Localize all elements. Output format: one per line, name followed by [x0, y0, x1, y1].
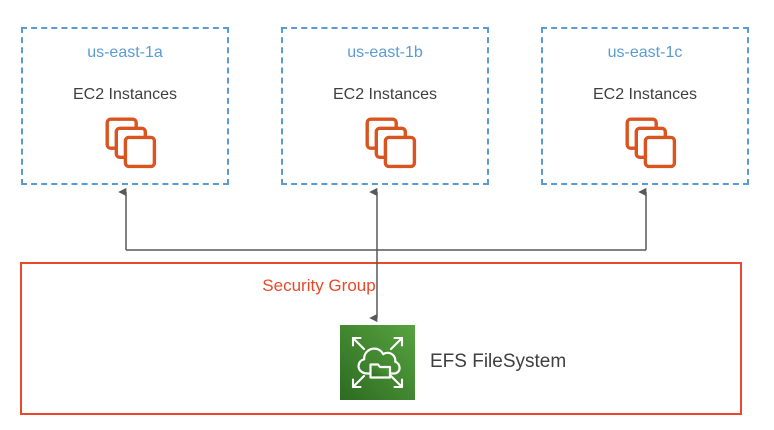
efs-filesystem-icon[interactable]	[340, 325, 415, 400]
availability-zone-us-east-1a[interactable]: us-east-1a EC2 Instances	[21, 27, 229, 185]
security-group-label: Security Group	[20, 275, 742, 297]
ec2-instances-icon[interactable]	[625, 117, 677, 169]
security-group-label-text: Security Group	[262, 276, 376, 295]
az-label-us-east-1a: us-east-1a	[87, 44, 163, 61]
az-resource-label-us-east-1b: EC2 Instances	[332, 86, 438, 103]
efs-filesystem-label: EFS FileSystem	[430, 351, 567, 372]
az-resource-label-us-east-1a: EC2 Instances	[72, 86, 178, 103]
az-resource-label-us-east-1c: EC2 Instances	[592, 86, 698, 103]
az-label-us-east-1c: us-east-1c	[607, 44, 683, 61]
availability-zone-us-east-1c[interactable]: us-east-1c EC2 Instances	[541, 27, 749, 185]
ec2-instances-icon[interactable]	[365, 117, 417, 169]
az-label-us-east-1b: us-east-1b	[347, 44, 423, 61]
ec2-instances-icon[interactable]	[105, 117, 157, 169]
security-group-boundary[interactable]	[20, 262, 742, 415]
availability-zone-us-east-1b[interactable]: us-east-1b EC2 Instances	[281, 27, 489, 185]
